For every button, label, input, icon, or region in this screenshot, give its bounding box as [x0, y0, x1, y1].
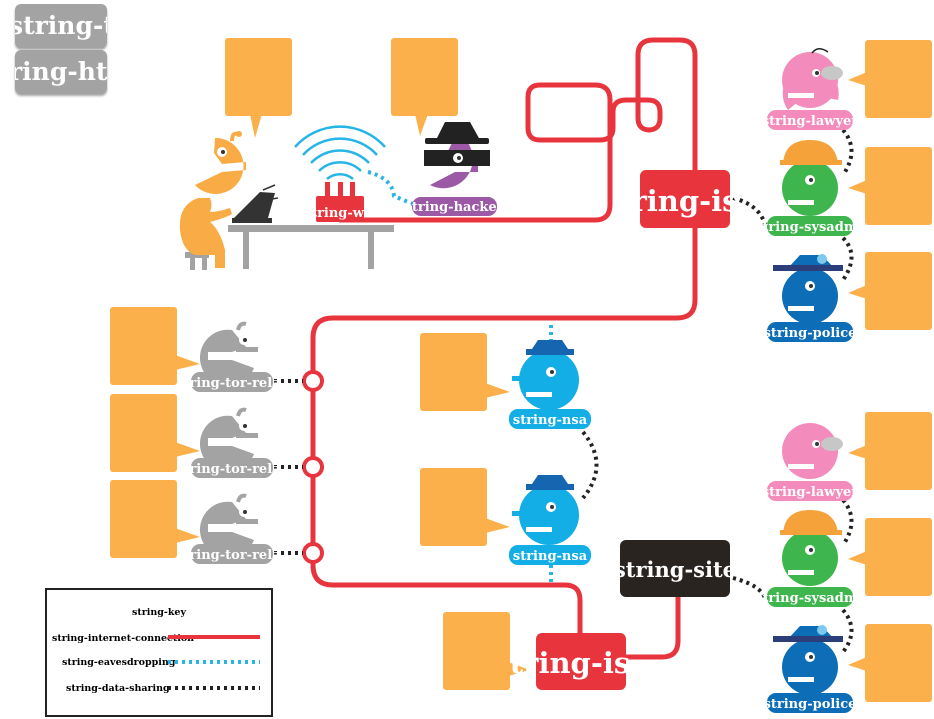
sysadmin-bubble-top — [848, 147, 932, 225]
sysadmin-top: tring-sysadm — [762, 140, 858, 236]
police-bottom-label: string-police — [764, 697, 857, 712]
wifi-router: tring-wi — [294, 125, 386, 222]
legend-key: string-key string-internet-connection st… — [45, 588, 273, 717]
site: string-site — [614, 540, 736, 597]
police-top: string-police — [764, 254, 857, 342]
isp-bottom-label: tring-is — [510, 646, 630, 680]
hacker-bubble — [391, 38, 458, 136]
lawyer-top: string-lawyer — [762, 48, 858, 130]
hacker-figure: string-hacker — [405, 122, 504, 216]
isp-top-label: ring-is — [631, 184, 738, 218]
isp-bottom: tring-is — [510, 633, 630, 690]
user-figure — [179, 131, 394, 270]
tor-bubble-3 — [110, 480, 200, 558]
data-sharing-lines — [274, 128, 854, 654]
https-toggle-button[interactable]: ring-htt — [15, 50, 107, 94]
sysadmin-bottom: tring-sysadm — [762, 510, 858, 607]
internet-connection-lines — [310, 37, 698, 660]
legend-sharing-label: string-data-sharing — [66, 683, 170, 694]
wifi-signal-icon — [294, 125, 386, 181]
police-bubble-bottom — [848, 624, 932, 702]
nsa-bubble-1 — [420, 333, 510, 411]
tor-bubble-2 — [110, 394, 200, 472]
nsa-agent-1: string-nsa — [509, 340, 591, 429]
isp-top: ring-is — [631, 170, 739, 228]
nsa-bubble-2 — [420, 468, 510, 546]
tor-relay-3-label: tring-tor-rela — [183, 548, 281, 563]
sysadmin-bubble-bottom — [848, 518, 932, 596]
tor-relay-2-label: tring-tor-rela — [183, 462, 281, 477]
police-bubble-top — [848, 252, 932, 330]
tor-toggle-button[interactable]: string-to — [15, 4, 107, 48]
nsa-agent-2: string-nsa — [509, 475, 591, 565]
isp-bottom-bubble — [443, 612, 530, 690]
legend-title: string-key — [132, 607, 186, 618]
police-bottom: string-police — [764, 625, 857, 713]
tor-relay-2: tring-tor-rela — [183, 407, 281, 478]
user-bubble — [225, 38, 292, 138]
sysadmin-top-label: tring-sysadm — [762, 220, 857, 235]
sysadmin-bottom-label: tring-sysadm — [762, 591, 857, 606]
nsa-1-label: string-nsa — [513, 413, 588, 428]
lawyer-top-label: string-lawyer — [762, 114, 858, 129]
tor-relay-1: tring-tor-rela — [183, 321, 281, 392]
lawyer-bottom-label: string-lawyer — [762, 485, 858, 500]
nsa-2-label: string-nsa — [513, 549, 588, 564]
police-top-label: string-police — [764, 326, 857, 341]
speech-bubbles — [110, 38, 932, 702]
tor-relay-3: tring-tor-rela — [183, 493, 281, 564]
legend-eavesdropping-label: string-eavesdropping — [62, 657, 176, 668]
tor-bubble-1 — [110, 307, 200, 385]
lawyer-bubble-top — [848, 40, 932, 118]
lawyer-bubble-bottom — [848, 412, 932, 490]
lawyer-bottom: string-lawyer — [762, 423, 858, 501]
wifi-label: tring-wi — [311, 206, 369, 221]
site-label: string-site — [614, 557, 736, 582]
tor-entry-nodes — [302, 370, 324, 564]
tor-relay-1-label: tring-tor-rela — [183, 376, 281, 391]
legend-internet-label: string-internet-connection — [52, 633, 194, 644]
hacker-label: string-hacker — [405, 200, 504, 215]
